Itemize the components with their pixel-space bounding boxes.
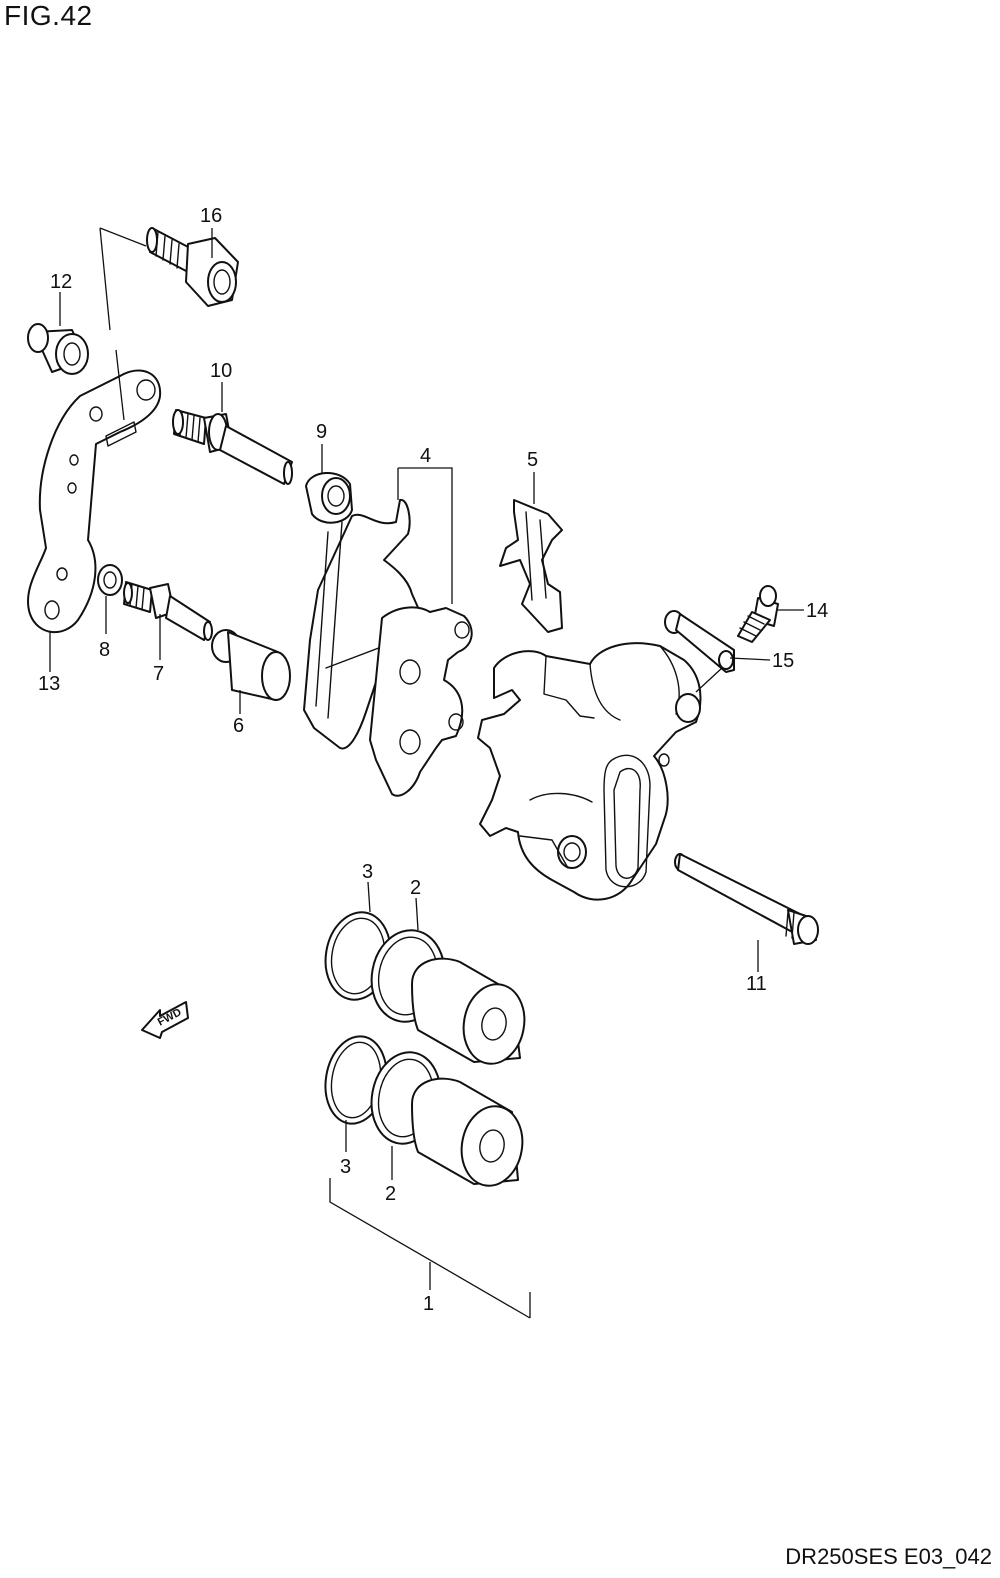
callout-labels: 16 12 10 9 4 5 14 8 15 7 13 6 3 2 11 3 2… (38, 205, 828, 1315)
drawing-code: DR250SES E03_042 (785, 1544, 992, 1569)
piston-lower[interactable] (411, 1077, 528, 1191)
fwd-direction-marker: FWD (141, 1001, 189, 1039)
part-13-caliper-bracket[interactable] (27, 369, 162, 634)
part-15-bleeder-cap[interactable] (664, 610, 735, 673)
part-4-brake-pads[interactable] (303, 499, 473, 797)
part-10-pin-bolt[interactable] (172, 409, 293, 485)
part-12-caliper-pin[interactable] (674, 853, 819, 945)
callout-6: 6 (233, 715, 244, 737)
part-8-washer[interactable] (97, 564, 123, 596)
callout-10: 10 (210, 360, 232, 382)
part-14-bleeder-screw[interactable] (737, 585, 779, 643)
callout-15: 15 (772, 650, 794, 672)
callout-12: 11 (746, 973, 767, 995)
callout-7: 7 (153, 663, 164, 685)
part-6-sleeve[interactable] (211, 629, 291, 701)
callout-2-upper: 2 (410, 877, 421, 899)
callout-3-lower: 3 (340, 1156, 351, 1178)
callout-3-upper: 3 (362, 861, 373, 883)
caliper-body[interactable] (477, 642, 702, 901)
callout-5: 5 (527, 449, 538, 471)
piston-upper[interactable] (411, 957, 530, 1069)
part-11-collar[interactable] (27, 323, 89, 375)
part-5-pad-spring[interactable] (499, 499, 563, 633)
callout-2-lower: 2 (385, 1183, 396, 1205)
callout-11: 12 (50, 271, 72, 293)
callout-13: 13 (38, 673, 60, 695)
leader-lines (49, 227, 804, 1319)
callout-16: 16 (200, 205, 222, 227)
callout-1: 1 (423, 1293, 434, 1315)
part-9-boot[interactable] (305, 471, 353, 524)
callout-4: 4 (420, 445, 431, 467)
callout-8: 8 (99, 639, 110, 661)
callout-14: 14 (806, 600, 828, 622)
callout-9: 9 (316, 421, 327, 443)
part-16-bolt[interactable] (146, 227, 239, 307)
part-7-pin-bolt[interactable] (123, 581, 213, 641)
figure-title: FIG.42 (4, 0, 93, 31)
